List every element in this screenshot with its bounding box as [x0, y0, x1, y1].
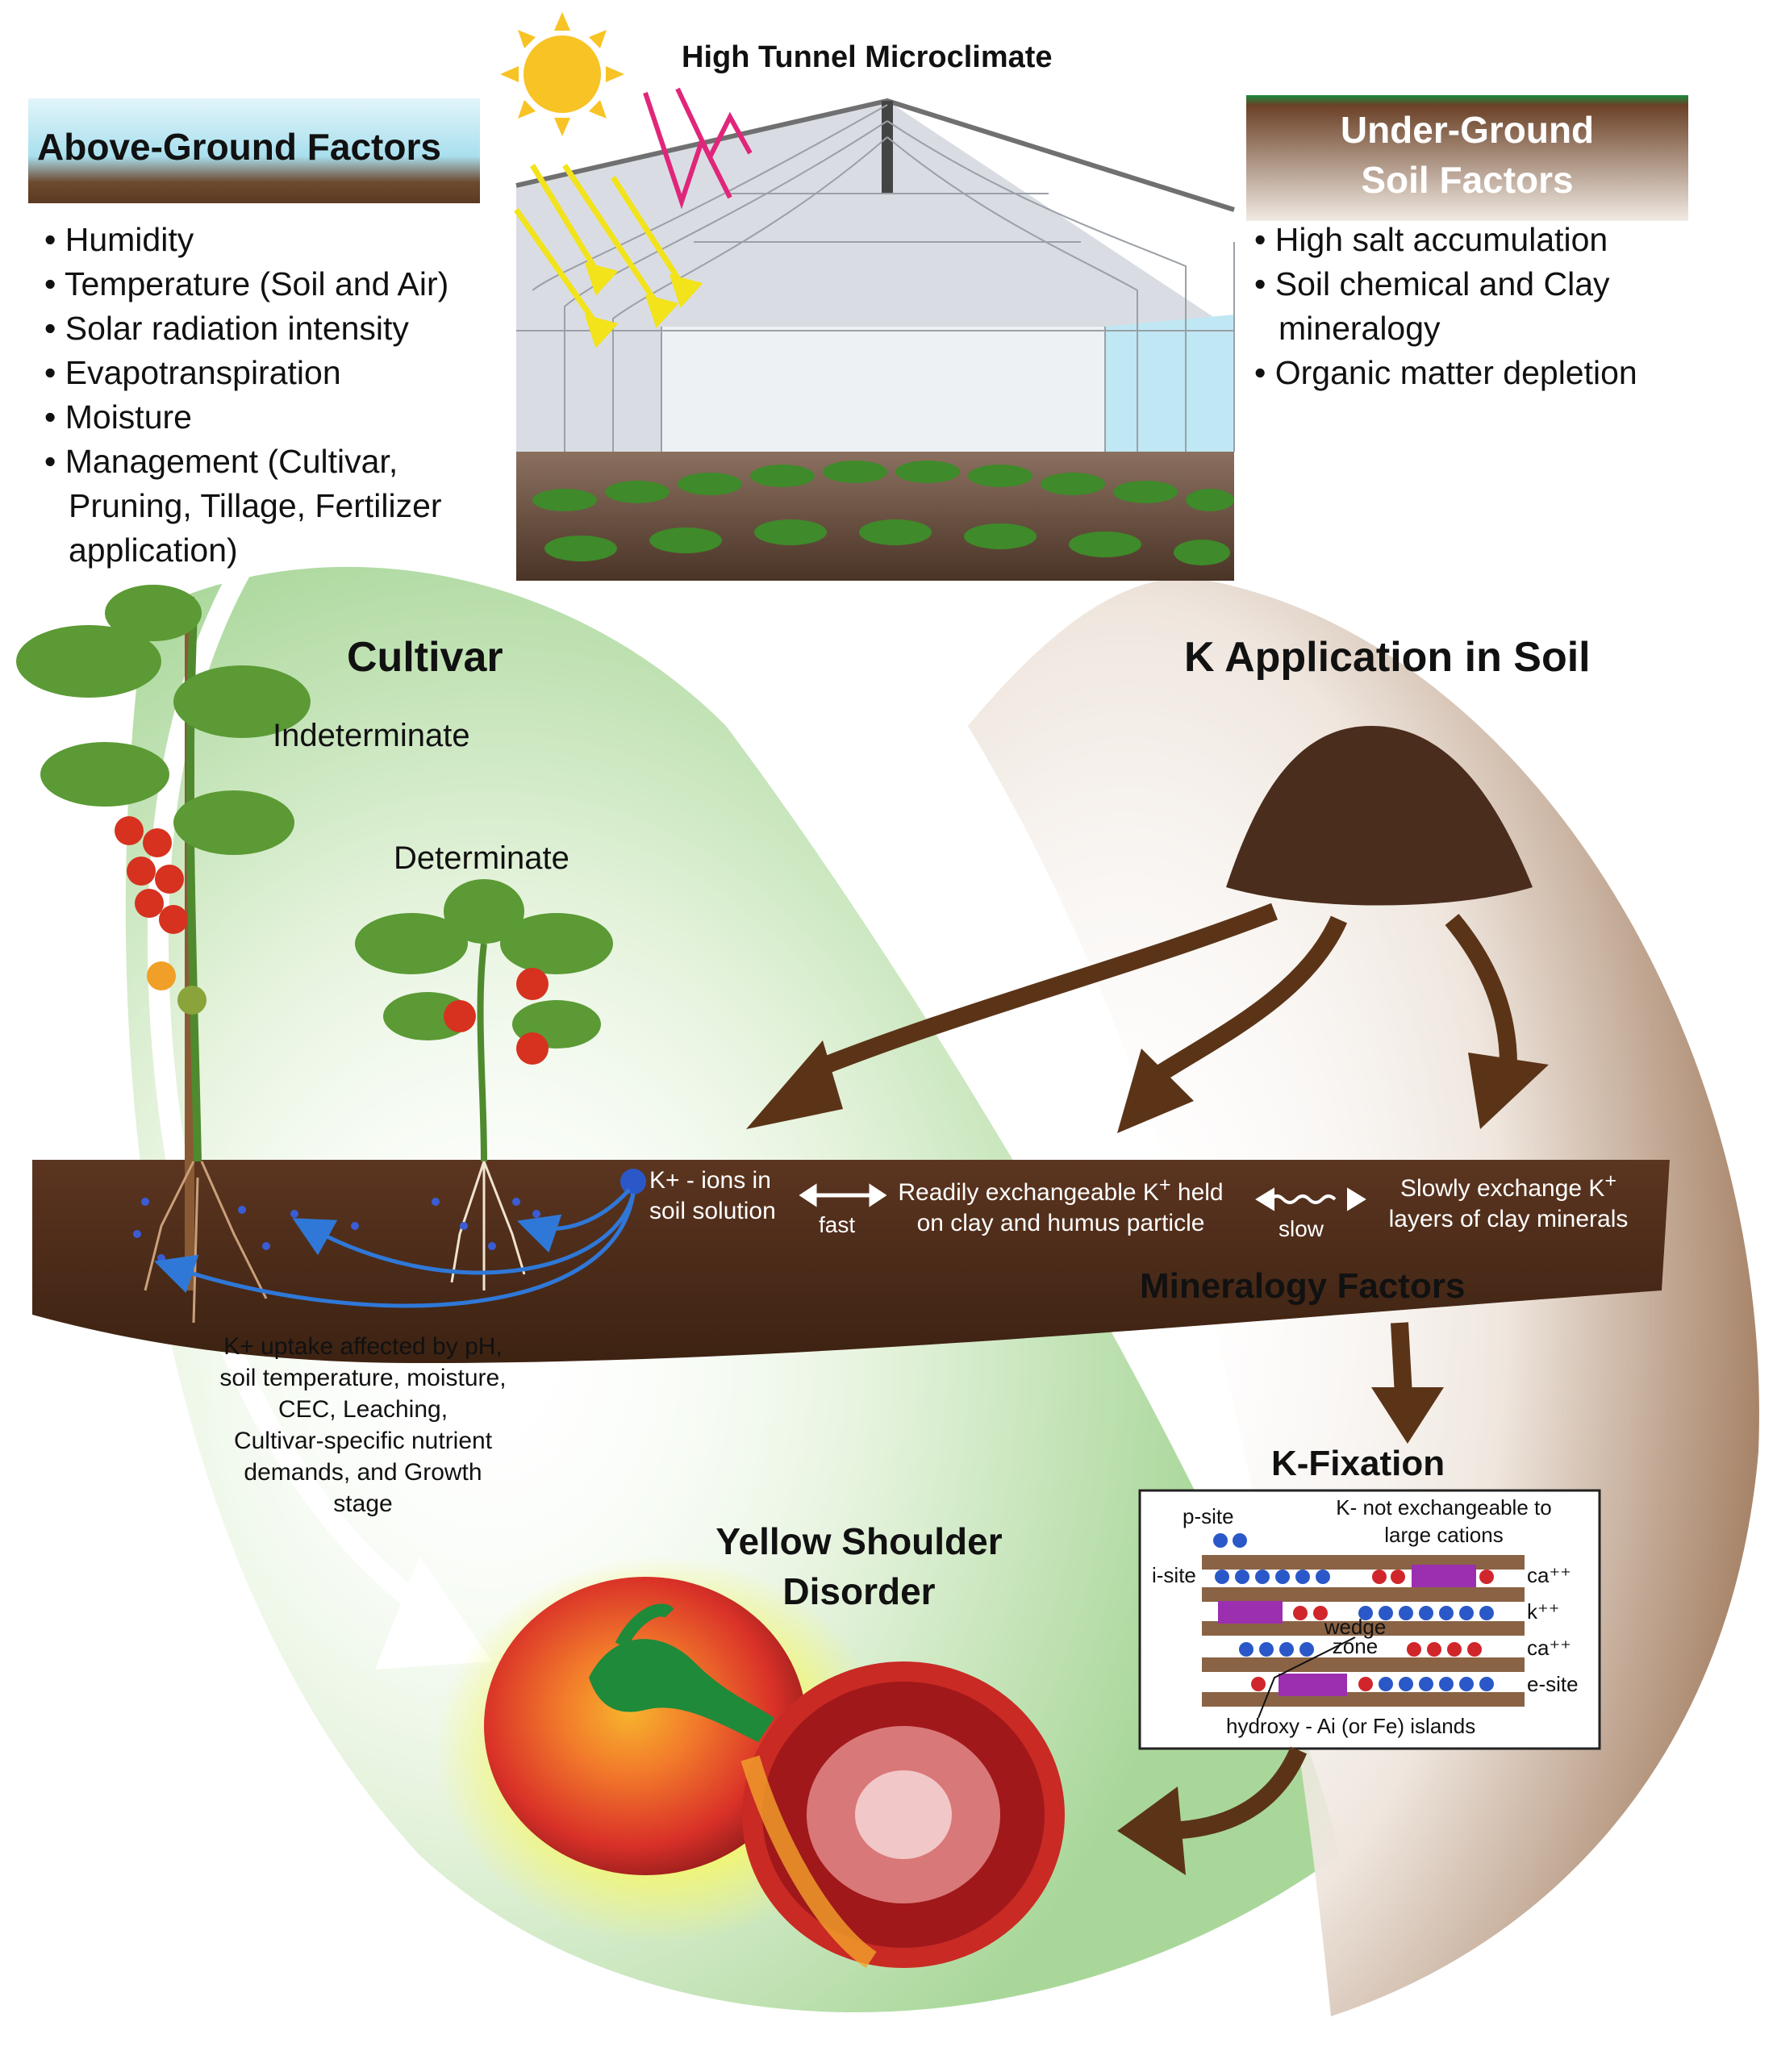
k-distribution-arrowheads: [746, 1040, 1549, 1133]
readily-exchangeable-label: Readily exchangeable K+ held on clay and…: [891, 1169, 1230, 1239]
uptake-note-line: Cultivar-specific nutrient: [233, 1428, 493, 1454]
uptake-note-line: K+ uptake affected by pH,: [223, 1333, 503, 1360]
k-fixation-title: K-Fixation: [1271, 1444, 1445, 1483]
under-ground-item: mineralogy: [1279, 310, 1441, 347]
above-ground-item: Pruning, Tillage, Fertilizer: [69, 487, 442, 524]
slowly-exchange-line: Slowly exchange K+: [1371, 1165, 1646, 1204]
k-fertilizer-pile-icon: [1226, 726, 1533, 906]
whole-tomato-icon: [484, 1577, 807, 1875]
under-ground-title-line: Under-Ground: [1340, 109, 1595, 151]
cycle-arrow-left: [148, 320, 527, 1615]
uptake-note-line: soil temperature, moisture,: [219, 1365, 507, 1391]
indeterminate-label: Indeterminate: [273, 718, 470, 753]
ca-label-1: ca⁺⁺: [1527, 1563, 1571, 1587]
soil-solution-line: K+ - ions in: [649, 1167, 771, 1194]
k-application-title: K Application in Soil: [1184, 634, 1591, 681]
slowly-exchange-line: layers of clay minerals: [1388, 1206, 1629, 1232]
soil-solution-line: soil solution: [649, 1198, 776, 1224]
under-ground-item: • High salt accumulation: [1254, 221, 1608, 258]
uptake-arrows: [154, 1188, 636, 1308]
reflected-rays: [643, 87, 753, 210]
slowly-exchange-text: Slowly exchange K: [1399, 1175, 1605, 1202]
fixation-arrow: [1161, 1746, 1308, 1840]
k-superscript: +: [1604, 1169, 1617, 1192]
above-ground-title: Above-Ground Factors: [37, 126, 441, 168]
slowly-exchange-label: Slowly exchange K+ layers of clay minera…: [1371, 1165, 1646, 1235]
under-ground-title: Under-Ground Soil Factors: [1246, 105, 1688, 205]
readily-exchangeable-text: Readily exchangeable K: [898, 1179, 1159, 1206]
uptake-note-line: demands, and Growth: [244, 1459, 482, 1486]
above-ground-item: application): [69, 532, 238, 569]
slow-arrow: [1255, 1187, 1366, 1211]
clay-layers: [1202, 1555, 1525, 1707]
determinate-label: Determinate: [394, 840, 569, 876]
under-ground-item: • Soil chemical and Clay: [1254, 265, 1610, 302]
under-ground-title-box: [1246, 95, 1688, 221]
under-ground-item: • Organic matter depletion: [1254, 354, 1637, 391]
high-tunnel-title: High Tunnel Microclimate: [682, 40, 1053, 74]
blue-cations: [1213, 1533, 1494, 1691]
above-ground-title-box: [28, 98, 480, 203]
high-tunnel-greenhouse: [515, 98, 1235, 581]
soil-band: [32, 1160, 1670, 1363]
yellow-shoulder-title: Yellow Shoulder Disorder: [682, 1516, 1037, 1616]
e-site-label: e-site: [1527, 1672, 1579, 1696]
fast-arrow: [799, 1183, 887, 1207]
above-ground-item: • Evapotranspiration: [44, 354, 341, 391]
wedge-zone-label: wedge zone: [1315, 1615, 1395, 1658]
cultivar-title: Cultivar: [347, 634, 503, 681]
under-ground-title-line: Soil Factors: [1361, 159, 1574, 201]
k-superscript: +: [1158, 1174, 1171, 1196]
solar-rays: [514, 164, 703, 348]
k-label: k⁺⁺: [1527, 1599, 1560, 1624]
yellow-shoulder-line: Disorder: [782, 1570, 936, 1612]
wedge-zone-line: wedge: [1324, 1615, 1387, 1639]
not-exchangeable-note: K- not exchangeable to large cations: [1307, 1494, 1581, 1549]
fast-label: fast: [819, 1212, 856, 1237]
soil-solution-label: K+ - ions in soil solution: [649, 1165, 776, 1227]
k-distribution-arrows: [803, 903, 1517, 1082]
above-ground-item: • Moisture: [44, 398, 192, 436]
sun-icon: [500, 12, 624, 136]
yellow-shoulder-line: Yellow Shoulder: [715, 1520, 1003, 1562]
wedge-pointer: [1258, 1636, 1356, 1719]
mineralogy-arrowhead: [1371, 1387, 1444, 1444]
uptake-note-line: CEC, Leaching,: [277, 1396, 448, 1423]
mineralogy-title: Mineralogy Factors: [1140, 1266, 1466, 1306]
red-cations: [1251, 1570, 1494, 1691]
readily-exchangeable-text-end: held: [1170, 1179, 1224, 1206]
cycle-arrow-left-head: [375, 1557, 492, 1670]
fixation-arrowhead: [1117, 1786, 1186, 1875]
determinate-tomato-plant: [355, 879, 613, 1290]
under-ground-list: • High salt accumulation • Soil chemical…: [1254, 218, 1637, 395]
readily-exchangeable-line: on clay and humus particle: [916, 1210, 1205, 1236]
k-ion-icon: [620, 1169, 646, 1194]
above-ground-item: • Humidity: [44, 221, 194, 258]
wedge-zone-line: zone: [1332, 1634, 1379, 1658]
above-ground-item: • Solar radiation intensity: [44, 310, 409, 347]
above-ground-list: • Humidity • Temperature (Soil and Air) …: [44, 218, 448, 573]
uptake-note-line: stage: [333, 1490, 393, 1517]
ca-label-2: ca⁺⁺: [1527, 1636, 1571, 1660]
p-site-label: p-site: [1183, 1504, 1234, 1528]
slow-label: slow: [1279, 1216, 1324, 1241]
uptake-note: K+ uptake affected by pH, soil temperatu…: [198, 1331, 528, 1520]
mineralogy-arrow: [1391, 1322, 1412, 1396]
above-ground-item: • Temperature (Soil and Air): [44, 265, 449, 302]
not-exchangeable-line: large cations: [1384, 1523, 1504, 1547]
cut-tomato-icon: [740, 1661, 1065, 1968]
indeterminate-tomato-plant: [16, 585, 311, 1324]
i-site-label: i-site: [1152, 1563, 1196, 1587]
hydroxy-islands-label: hydroxy - Ai (or Fe) islands: [1226, 1714, 1476, 1738]
readily-exchangeable-line: Readily exchangeable K+ held: [891, 1169, 1230, 1208]
above-ground-item: • Management (Cultivar,: [44, 443, 398, 480]
not-exchangeable-line: K- not exchangeable to: [1336, 1495, 1552, 1520]
